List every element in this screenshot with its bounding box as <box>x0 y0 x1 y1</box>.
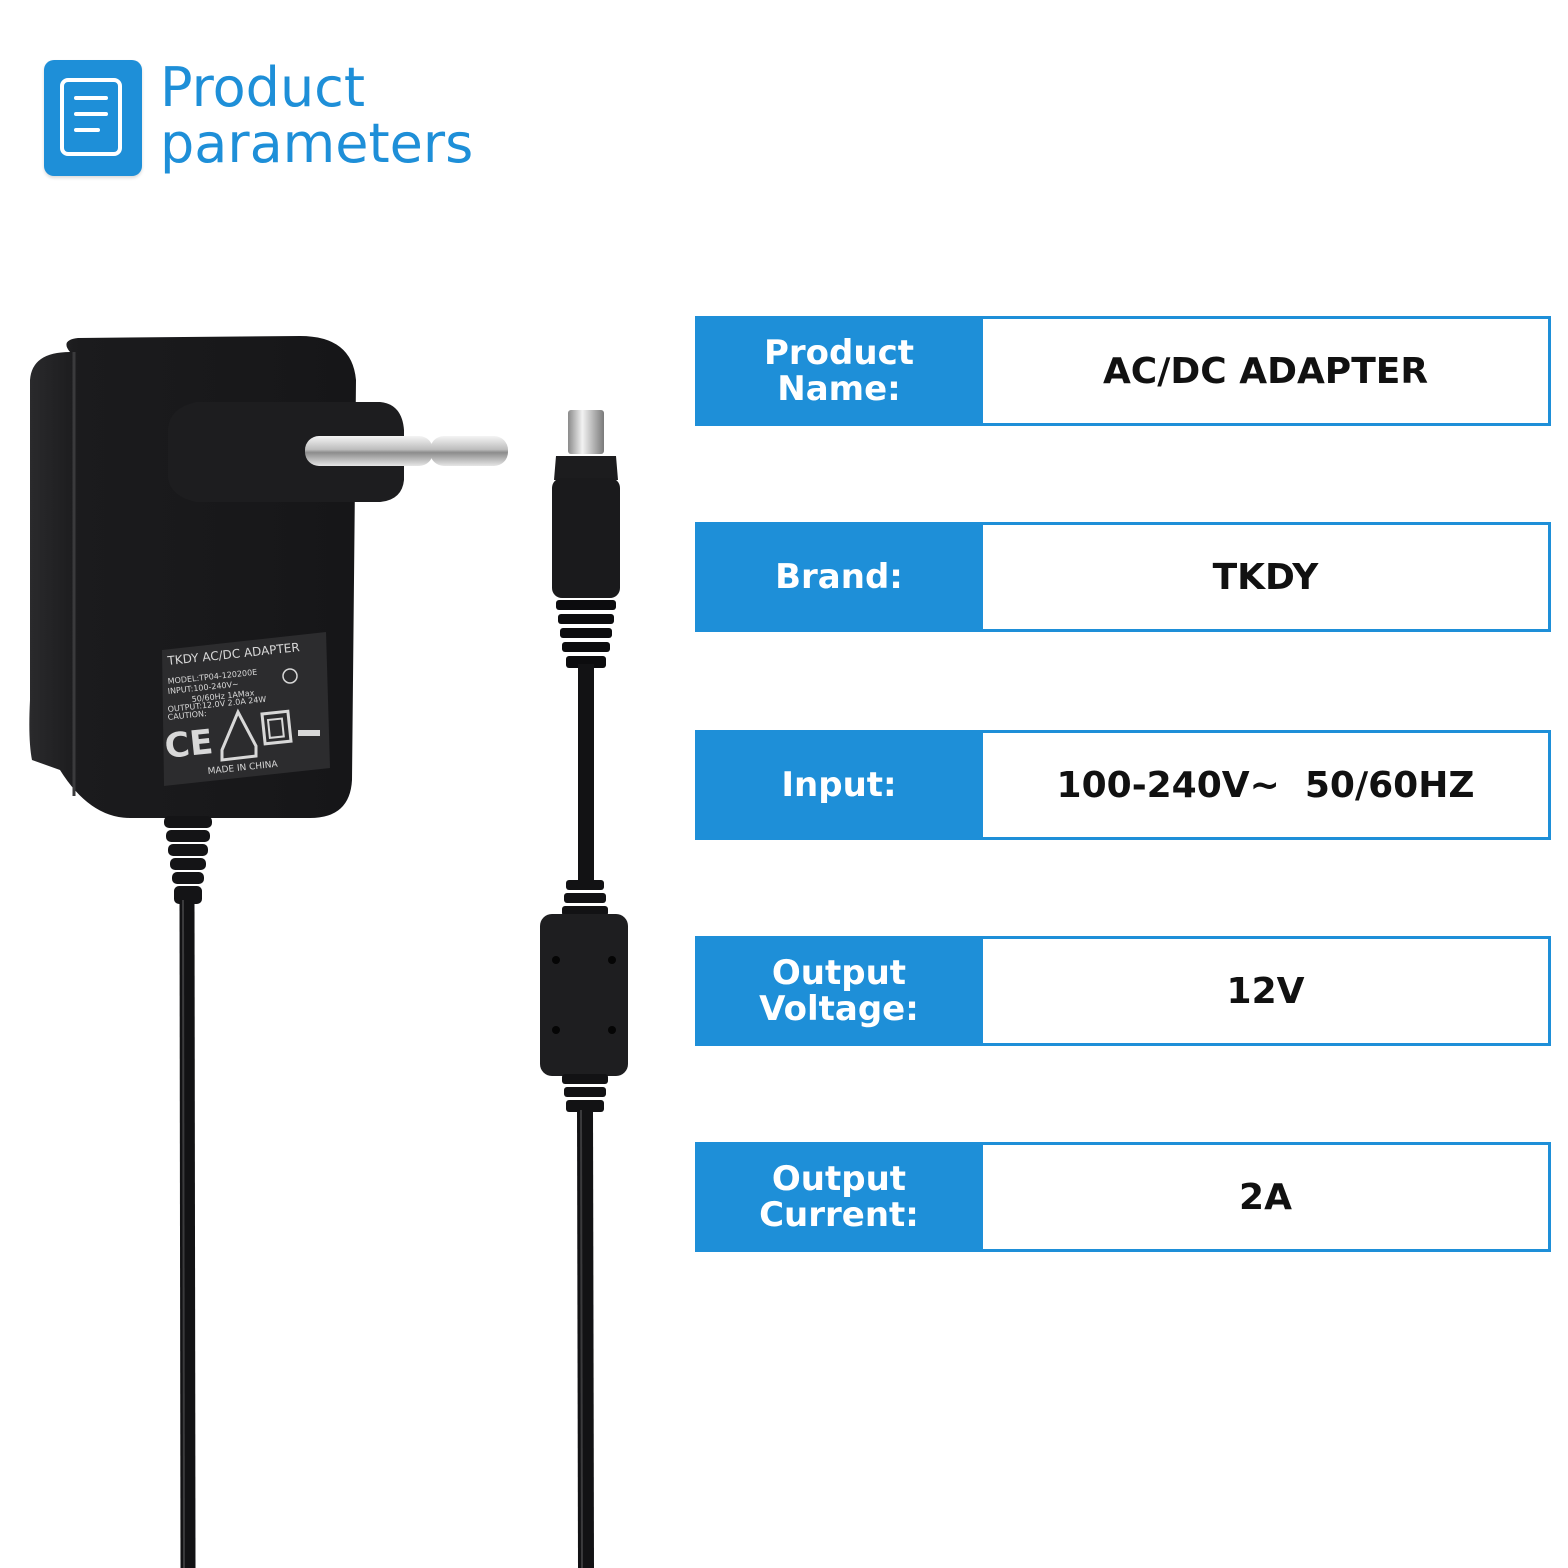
param-value: 12V <box>983 936 1551 1046</box>
rating-label <box>162 632 330 786</box>
svg-text:CAUTION:: CAUTION: <box>167 709 207 722</box>
param-label: Product Name: <box>695 316 983 426</box>
param-value: TKDY <box>983 522 1551 632</box>
ferrite-core <box>540 914 628 1076</box>
param-value: 2A <box>983 1142 1551 1252</box>
param-label: Output Current: <box>695 1142 983 1252</box>
param-label: Input: <box>695 730 983 840</box>
power-adapter-image: TKDY AC/DC ADAPTER MODEL:TP04-120200E IN… <box>29 336 628 1568</box>
page-header: Product parameters <box>44 60 473 176</box>
plug-pin <box>430 436 508 466</box>
page-title: Product parameters <box>160 60 473 172</box>
page-title-line1: Product <box>160 56 366 119</box>
param-label: Output Voltage: <box>695 936 983 1046</box>
param-row-output-current: Output Current: 2A <box>695 1142 1551 1252</box>
plug-pin <box>305 436 433 466</box>
param-row-product-name: Product Name: AC/DC ADAPTER <box>695 316 1551 426</box>
svg-text:CE: CE <box>163 722 215 767</box>
plug-base <box>168 402 404 502</box>
dc-barrel-tip <box>568 410 604 454</box>
document-list-icon <box>44 60 142 176</box>
cable <box>577 1109 594 1568</box>
param-label: Brand: <box>695 522 983 632</box>
param-row-input: Input: 100-240V~ 50/60HZ <box>695 730 1551 840</box>
page-title-line2: parameters <box>160 112 474 175</box>
param-row-brand: Brand: TKDY <box>695 522 1551 632</box>
param-value: AC/DC ADAPTER <box>983 316 1551 426</box>
cable <box>179 899 196 1568</box>
param-value: 100-240V~ 50/60HZ <box>983 730 1551 840</box>
param-row-output-voltage: Output Voltage: 12V <box>695 936 1551 1046</box>
dc-connector-body <box>552 478 620 598</box>
